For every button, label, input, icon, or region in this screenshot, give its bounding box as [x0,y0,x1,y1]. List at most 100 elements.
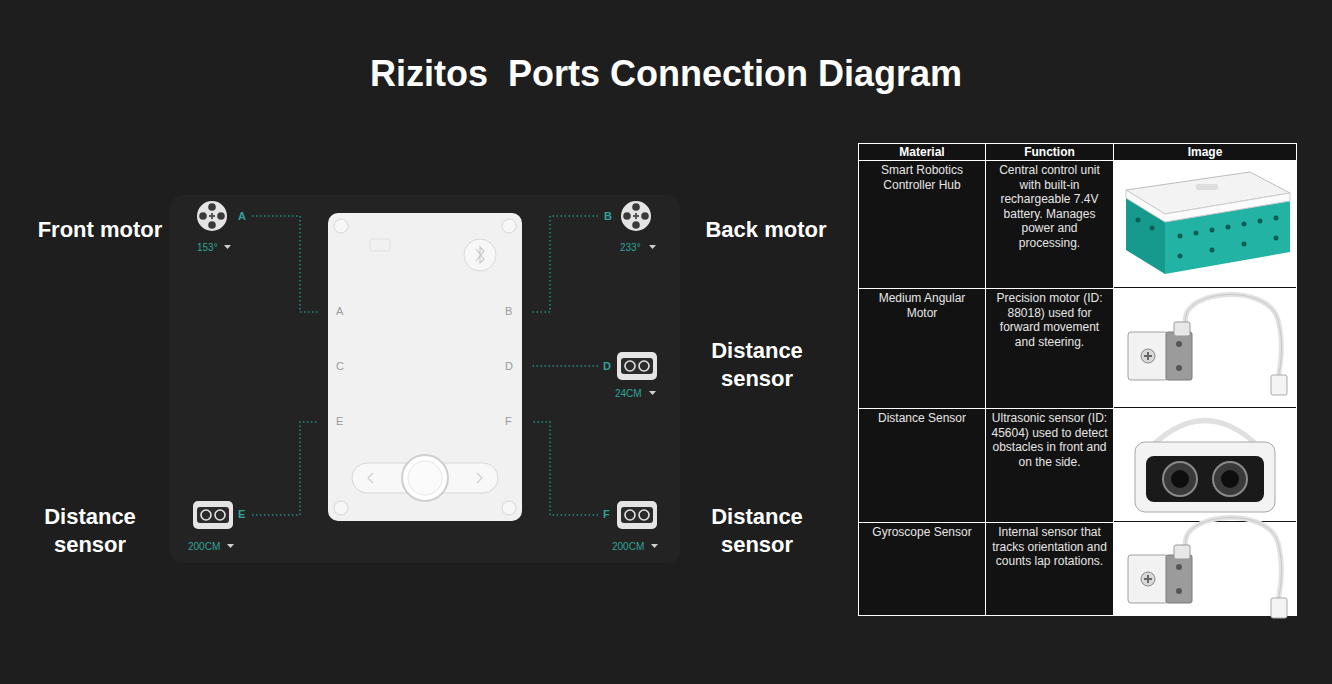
table-cell: Medium Angular Motor [859,290,985,320]
sensor-icon [617,501,657,529]
gyroscope-picture [1128,518,1287,618]
motor-icon [623,212,631,220]
port-value: 153° [197,241,218,254]
hub-port-letter: D [505,360,513,373]
sensor-icon [639,361,649,371]
distance-sensor-picture [1135,442,1275,512]
sensor-icon [639,510,649,520]
sensor-icon [617,352,657,380]
hub-details [408,461,442,495]
hub-details [502,219,516,233]
distance-sensor-picture [1213,462,1247,496]
port-letter: B [604,210,612,223]
dotted-wire [532,422,598,515]
table-grid [1113,143,1114,616]
dropdown-arrow [651,544,658,548]
hub-picture [1210,248,1215,253]
distance-sensor-picture [1163,462,1197,496]
hub-picture [1136,216,1279,259]
motor-icon [208,203,216,211]
motor-icon [633,213,639,219]
table-header: Material [859,144,985,160]
dropdown-arrow [649,391,656,395]
port-value: 233° [620,241,641,254]
part-label: Back motor [686,216,846,244]
sensor-icon [625,361,635,371]
table-cell: Central control unit with built-in recha… [986,162,1113,250]
port-letter: A [238,210,246,223]
part-label: Distance sensor [30,503,150,559]
hub-details [476,247,484,263]
sensor-icon [197,507,229,523]
hub-picture [1126,190,1290,222]
sensor-icon [201,510,211,520]
hub-port-letter: C [336,360,344,373]
table-cell: Smart Robotics Controller Hub [859,162,985,192]
sensor-icon [617,501,657,529]
hub-details [334,219,516,515]
sensor-icon [193,501,233,529]
hub-port-letter: B [505,305,512,318]
hub-picture [1194,231,1199,236]
table-header: Image [1114,144,1296,160]
table-grid [858,143,1297,616]
port-letter: E [238,508,245,521]
port-letter: D [603,360,611,373]
sensor-icon [215,510,225,520]
dotted-wire [532,365,598,367]
part-label: Front motor [20,216,180,244]
dropdown-arrow [227,544,234,548]
sensor-icon [625,510,635,520]
port-value: 24CM [615,387,642,400]
motor-icon [621,201,651,231]
distance-sensor-picture [1135,421,1275,513]
hub-picture [1226,225,1231,230]
port-letter: F [603,508,610,521]
table-grid [858,160,1297,161]
hub-details [464,239,496,271]
dropdown-arrow [224,245,231,249]
controller-hub: A B C D E F [328,213,522,521]
table-cell: Precision motor (ID: 88018) used for for… [986,290,1113,349]
sensor-icon [617,352,657,380]
motor-icon [208,221,216,229]
table-grid [1114,409,1296,521]
hub-details [402,455,448,501]
hub-picture [1196,184,1218,190]
port-panel: A153°B233°D24CME200CMF200CM ABCDEF [170,195,680,563]
distance-sensor-picture [1221,470,1239,488]
motor-icon [209,213,215,219]
hub-port-letter: E [336,415,343,428]
table-grid [858,143,1297,616]
table-header: Function [986,144,1113,160]
port-value: 200CM [188,540,220,553]
hub-picture [1126,172,1290,274]
sensor-icon [621,507,653,523]
hub-picture [1242,222,1247,227]
hub-details [334,501,348,515]
dotted-wire [252,422,318,515]
dotted-wire [252,216,318,312]
dropdown-arrow [649,245,656,249]
table-grid [1114,289,1296,407]
hub-picture [1178,234,1183,239]
table-cell: Internal sensor that tracks orientation … [986,524,1113,569]
hub-picture [1136,218,1141,223]
motor-icon [199,212,207,220]
hub-picture [1242,242,1247,247]
distance-sensor-picture [1171,470,1189,488]
table-grid [859,144,1297,616]
hub-details [502,501,516,515]
table-cell: Gyroscope Sensor [859,524,985,540]
table-grid [1114,161,1296,287]
motor-icon [217,212,225,220]
hub-port-letter: F [505,415,512,428]
part-label: Distance sensor [697,503,817,559]
table-grid [858,143,1297,616]
hub-port-letter: A [336,305,343,318]
sensor-icon [193,501,233,529]
hub-picture [1150,226,1155,231]
hub-details [334,219,348,233]
motor-picture [1128,295,1287,395]
